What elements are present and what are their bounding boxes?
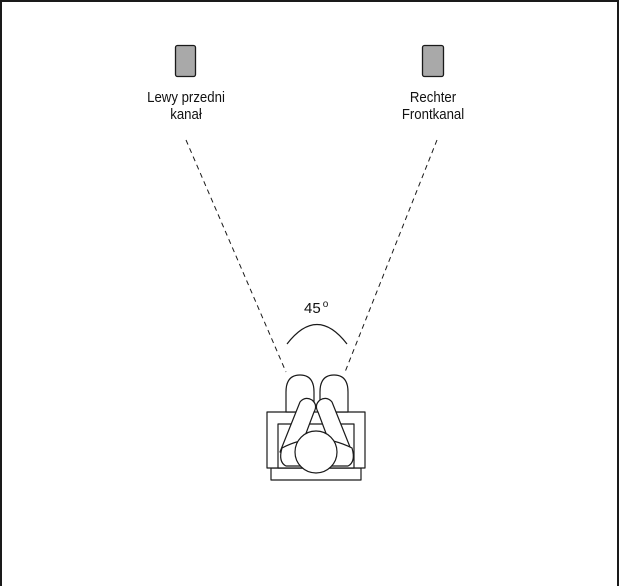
listener-icon	[267, 375, 365, 480]
left-sight-line	[186, 140, 286, 372]
right-sight-line	[345, 140, 437, 372]
angle-arc	[287, 325, 347, 345]
left-speaker-icon	[176, 46, 196, 77]
right-speaker-label-line1: Rechter	[387, 89, 479, 106]
left-speaker-label: Lewy przedni kanał	[140, 89, 232, 123]
right-speaker-icon	[423, 46, 444, 77]
head	[295, 431, 337, 473]
right-speaker-label: Rechter Frontkanal	[387, 89, 479, 123]
angle-value: 45	[304, 300, 321, 317]
left-speaker-label-line1: Lewy przedni	[140, 89, 232, 106]
left-speaker-label-line2: kanał	[140, 106, 232, 123]
right-speaker-label-line2: Frontkanal	[387, 106, 479, 123]
angle-unit: o	[323, 299, 329, 310]
